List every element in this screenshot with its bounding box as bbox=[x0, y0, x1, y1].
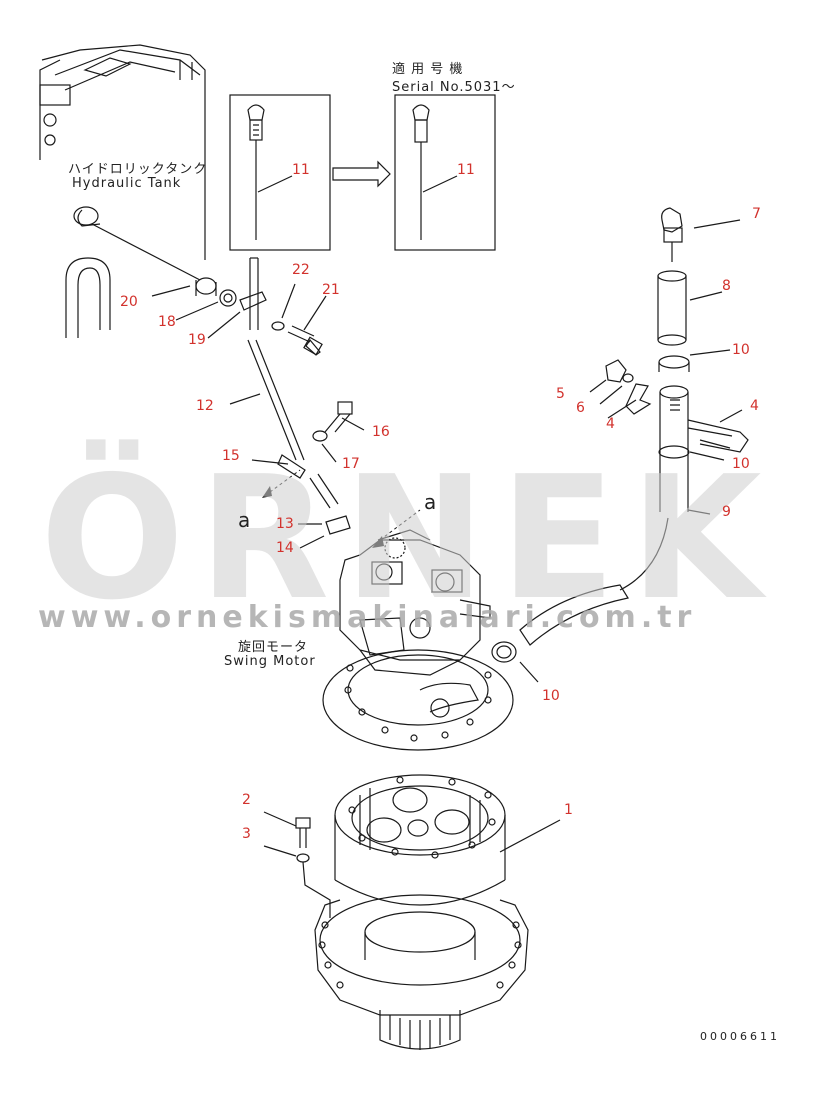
callout-10-top: 10 bbox=[732, 342, 750, 358]
callout-7: 7 bbox=[752, 206, 761, 222]
ref-mark-a-left: a bbox=[238, 508, 252, 532]
callout-9: 9 bbox=[722, 504, 731, 520]
hose-loop-left bbox=[65, 257, 111, 338]
swing-motor-label-en: Swing Motor bbox=[224, 654, 316, 669]
bolt-21 bbox=[271, 321, 323, 356]
hydraulic-tank-label-en: Hydraulic Tank bbox=[72, 176, 182, 191]
callout-10-middle: 10 bbox=[732, 456, 750, 472]
callout-16: 16 bbox=[372, 424, 390, 440]
callout-5: 5 bbox=[556, 386, 565, 402]
watermark-brand: ÖRNEK bbox=[40, 440, 776, 638]
callout-8: 8 bbox=[722, 278, 731, 294]
hydraulic-tank-label-jp: ハイドロリックタンク bbox=[68, 162, 208, 177]
swing-machinery-drawing bbox=[314, 774, 529, 1050]
callout-11-left: 11 bbox=[292, 162, 310, 178]
callout-14: 14 bbox=[276, 540, 294, 556]
collar-part bbox=[73, 206, 237, 307]
callout-20: 20 bbox=[120, 294, 138, 310]
callout-3: 3 bbox=[242, 826, 251, 842]
callout-17: 17 bbox=[342, 456, 360, 472]
dipstick-right bbox=[412, 104, 430, 240]
bolt-16 bbox=[312, 401, 353, 442]
callout-2: 2 bbox=[242, 792, 251, 808]
swing-motor-label-jp: 旋回モータ bbox=[238, 640, 309, 655]
breather-assembly bbox=[657, 207, 749, 515]
drawing-number: 00006611 bbox=[700, 1030, 780, 1043]
callout-4-left: 4 bbox=[606, 416, 615, 432]
callout-12: 12 bbox=[196, 398, 214, 414]
callout-21: 21 bbox=[322, 282, 340, 298]
dipstick-box-left bbox=[229, 94, 331, 251]
callout-13: 13 bbox=[276, 516, 294, 532]
nut-washer bbox=[605, 359, 652, 415]
serial-label-en: Serial No.5031～ bbox=[392, 80, 516, 95]
hydraulic-tank-drawing bbox=[39, 44, 206, 260]
dipstick-left bbox=[247, 104, 265, 240]
watermark-url: www.ornekismakinalari.com.tr bbox=[38, 600, 697, 635]
callout-6: 6 bbox=[576, 400, 585, 416]
callout-10-bottom: 10 bbox=[542, 688, 560, 704]
callout-19: 19 bbox=[188, 332, 206, 348]
callout-22: 22 bbox=[292, 262, 310, 278]
swing-motor-drawing bbox=[322, 529, 514, 751]
serial-label-jp: 適 用 号 機 bbox=[392, 62, 464, 77]
hose-9 bbox=[491, 517, 669, 683]
dipstick-box-right bbox=[394, 94, 496, 251]
callout-4-right: 4 bbox=[750, 398, 759, 414]
callout-1: 1 bbox=[564, 802, 573, 818]
callout-15: 15 bbox=[222, 448, 240, 464]
dipstick-tube bbox=[239, 257, 306, 479]
callout-11-right: 11 bbox=[457, 162, 475, 178]
ref-mark-a-right: a bbox=[424, 490, 438, 514]
bolt-2 bbox=[295, 817, 331, 918]
replacement-arrow bbox=[332, 160, 391, 188]
callout-18: 18 bbox=[158, 314, 176, 330]
